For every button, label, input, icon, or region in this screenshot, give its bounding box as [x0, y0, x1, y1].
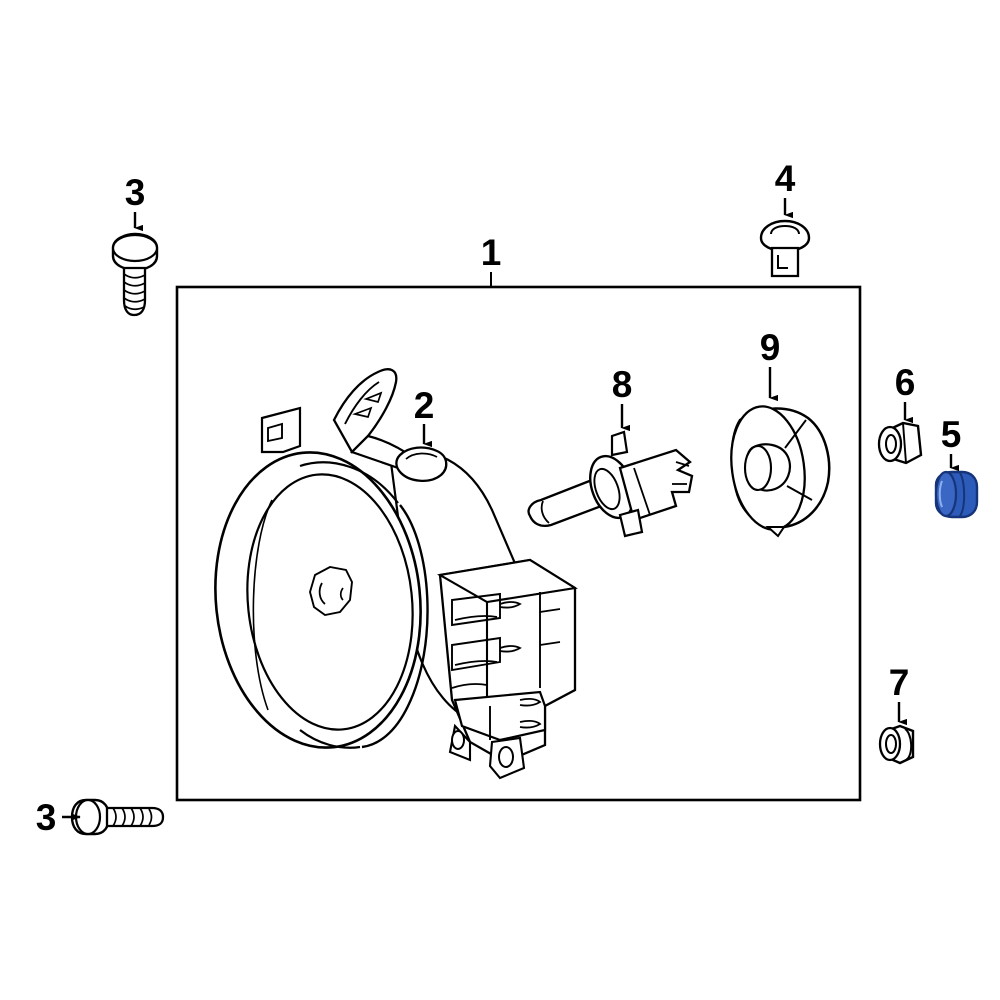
part-2-fog-lamp-assembly — [214, 368, 578, 780]
part-4-push-pin-clip — [759, 219, 811, 278]
callout-3-bottom-label: 3 — [36, 797, 57, 838]
callout-4-label: 4 — [775, 158, 796, 199]
callout-1-label: 1 — [481, 232, 502, 273]
callout-9-label: 9 — [760, 327, 781, 368]
callout-6-label: 7 — [889, 662, 910, 703]
part-5-grommet-highlighted — [934, 470, 979, 519]
part-6-nut — [878, 724, 915, 765]
callout-8-label: 8 — [612, 364, 633, 405]
part-3-screw-top — [111, 232, 159, 317]
callout-5-label: 5 — [941, 414, 962, 455]
callout-7-label: 6 — [895, 362, 916, 403]
part-7-bushing — [877, 421, 923, 465]
callout-2-label: 2 — [414, 385, 435, 426]
callout-3-top-label: 3 — [125, 172, 146, 213]
part-3-screw-bottom — [70, 798, 165, 836]
part-8-halogen-bulb — [527, 430, 694, 538]
group-box-part-1 — [175, 285, 862, 802]
part-9-bulb-cover-cap — [730, 405, 831, 538]
